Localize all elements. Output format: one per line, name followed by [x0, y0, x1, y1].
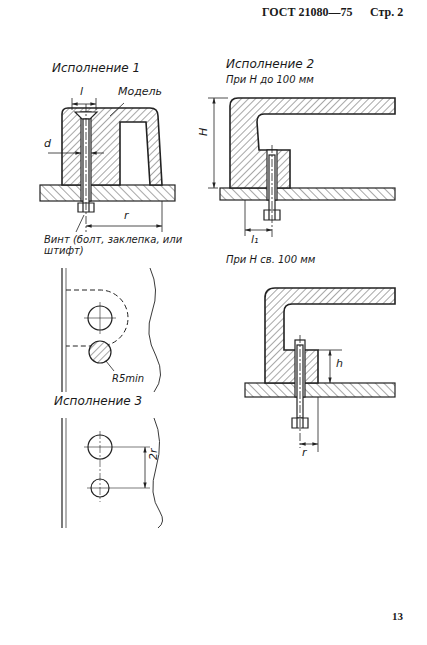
dimension-label: r [124, 210, 129, 222]
dimension-label: r [302, 447, 307, 459]
dimension-label: R5min [112, 373, 144, 384]
page-number: 13 [392, 610, 403, 622]
page-header: Стр. 2 [370, 6, 403, 19]
view-title: Исполнение 2 [226, 58, 314, 71]
dimension-label: 2r [148, 448, 160, 460]
dimension-label: h [336, 358, 343, 370]
dimension-label: H [198, 128, 210, 136]
view-title: Исполнение 3 [54, 395, 142, 408]
dimension-label: l [80, 86, 83, 98]
dimension-label: l₁ [251, 234, 258, 246]
dimension-label: d [44, 138, 51, 150]
view-title: Исполнение 1 [52, 62, 140, 75]
part-name: Винт (болт, заклепка, или штифт) [44, 234, 194, 256]
note: При H до 100 мм [226, 74, 314, 85]
page-header: ГОСТ 21080—75 [262, 6, 353, 19]
note: При H св. 100 мм [226, 254, 315, 265]
part-name: Модель [118, 86, 162, 98]
